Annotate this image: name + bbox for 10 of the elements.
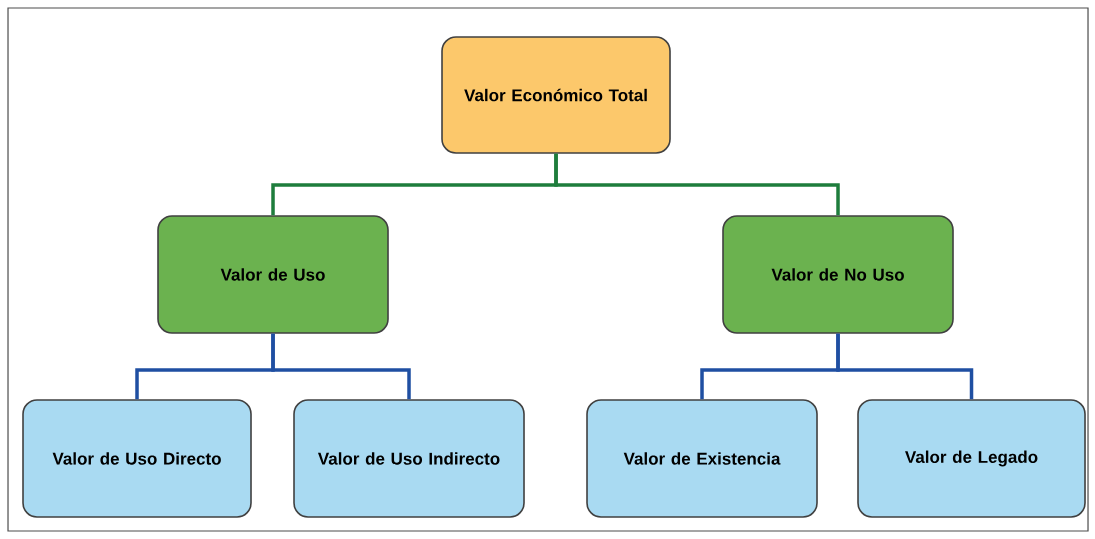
connector-line bbox=[554, 153, 840, 216]
connector-line bbox=[836, 333, 974, 400]
category-box: Valor de Uso bbox=[157, 215, 389, 334]
category-box: Valor de Uso Directo bbox=[22, 399, 252, 518]
category-box: Valor de Existencia bbox=[586, 399, 818, 518]
category-box: Valor de No Uso bbox=[722, 215, 954, 334]
connector-line bbox=[271, 333, 411, 400]
category-box: Valor de Legado bbox=[857, 399, 1086, 518]
category-box: Valor Económico Total bbox=[441, 36, 671, 154]
category-box: Valor de Uso Indirecto bbox=[293, 399, 525, 518]
